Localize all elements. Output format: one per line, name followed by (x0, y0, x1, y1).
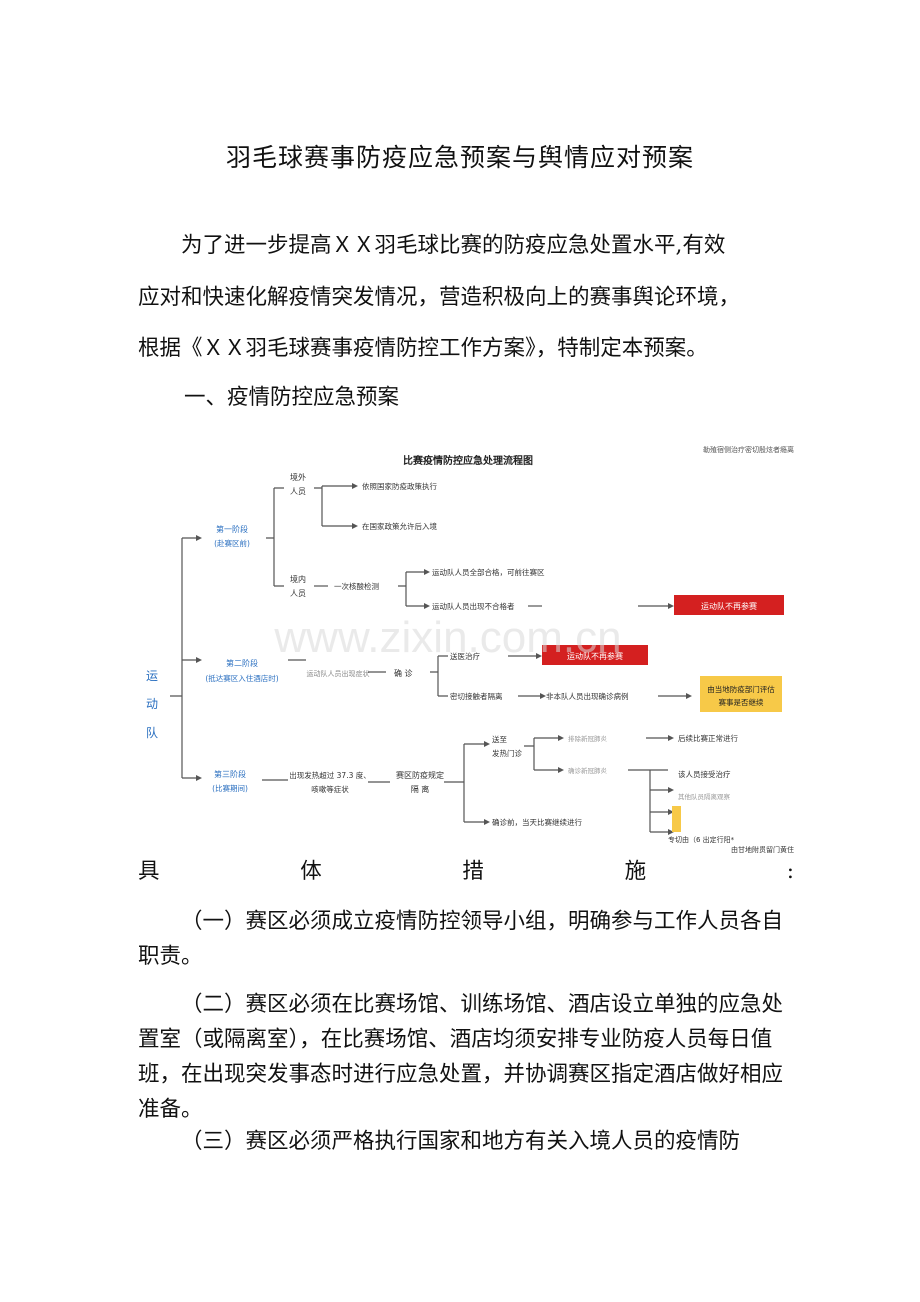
overseas-entry: 在国家政策允许后入境 (362, 521, 437, 531)
no-play-1: 运动队不再参赛 (701, 601, 757, 611)
send-fever-1: 送至 (492, 734, 507, 744)
exclude: 排除新冠肺炎 (568, 734, 608, 743)
domestic-2: 人员 (290, 589, 306, 598)
diagnosed: 确诊新冠肺炎 (568, 766, 608, 775)
bottom-note-2: 由甘地附贯留门黄住 (731, 845, 794, 854)
section-heading: 一、疫情防控应急预案 (184, 385, 400, 410)
stage1-sub: (赴赛区前) (214, 538, 250, 548)
assess-2: 赛事是否继续 (719, 697, 764, 707)
send-fever-2: 发热门诊 (492, 748, 522, 758)
isolate-1: 赛区防疫规定 (396, 770, 444, 780)
stage2-label: 第二阶段 (226, 658, 258, 668)
intro-line-3: 根据《ＸＸ羽毛球赛事疫情防控工作方案》，特制定本预案。 (138, 336, 708, 361)
treat: 送医治疗 (450, 651, 480, 661)
before-diag: 确诊前，当天比赛继续进行 (492, 817, 582, 827)
flowchart: 比赛疫情防控应急处理流程图 勒殖宿侧治疗密切殷炫者瘾离 运 动 队 第一阶段 (… (146, 445, 794, 854)
measures-char-3: 措 (462, 859, 484, 884)
stage2-sub: (抵达赛区入住酒店时) (205, 673, 278, 683)
document-title: 羽毛球赛事防疫应急预案与舆情应对预案 (225, 143, 694, 172)
root-char-1: 运 (146, 669, 158, 683)
intro-line-1: 为了进一步提高ＸＸ羽毛球比赛的防疫应急处置水平,有效 (181, 233, 726, 258)
item-1: （一）赛区必须成立疫情防控领导小组，明确参与工作人员各自职责。 (138, 909, 784, 969)
measures-char-5: : (786, 859, 794, 884)
stage2-symptom: 运动队人员出现症状 (307, 669, 370, 678)
isolate-2: 隔 离 (411, 784, 430, 794)
fever-1: 出现发热超过 37.3 度、 (289, 770, 370, 780)
overseas-1: 境外 (290, 472, 306, 482)
bottom-note-1: 专切由（6 出定行阳* (668, 835, 735, 844)
person-treat: 该人员接受治疗 (678, 769, 731, 779)
domestic-1: 境内 (290, 574, 306, 584)
team-isolate: 其他队员隔离观察 (678, 792, 731, 801)
flowchart-note: 勒殖宿侧治疗密切殷炫者瘾离 (703, 445, 794, 454)
measures-char-1: 具 (138, 859, 160, 884)
unqualified: 运动队人员出现不合格者 (432, 601, 515, 611)
measures-heading: 具 体 措 施 : (138, 846, 794, 898)
measures-char-2: 体 (300, 859, 322, 884)
watermark: www.zixin.com.cn (273, 613, 621, 662)
root-char-3: 队 (146, 725, 158, 740)
overseas-policy: 依照国家防疫政策执行 (362, 481, 437, 491)
overseas-2: 人员 (290, 487, 306, 496)
no-play-2: 运动队不再参赛 (567, 651, 623, 661)
item-3: （三）赛区必须严格执行国家和地方有关入境人员的疫情防 (181, 1129, 741, 1154)
fever-2: 咳嗽等症状 (311, 784, 349, 794)
nucleic-test: 一次核酸检测 (334, 581, 379, 591)
all-pass: 运动队人员全部合格，可前往赛区 (432, 567, 545, 577)
stage1-label: 第一阶段 (216, 524, 248, 534)
measures-char-4: 施 (624, 859, 647, 884)
stage3-label: 第三阶段 (214, 769, 246, 779)
continue-later: 后续比赛正常进行 (678, 733, 738, 743)
flowchart-title: 比赛疫情防控应急处理流程图 (403, 454, 533, 467)
close-contact: 密切接触者隔离 (450, 691, 503, 701)
stage3-sub: (比赛期间) (212, 783, 248, 793)
confirm: 确 诊 (394, 668, 413, 678)
assess-1: 由当地防疫部门评估 (707, 684, 775, 694)
item-2: （二）赛区必须在比赛场馆、训练场馆、酒店设立单独的应急处置室（或隔离室），在比赛… (138, 992, 784, 1122)
intro-line-2: 应对和快速化解疫情突发情况，营造积极向上的赛事舆论环境， (138, 285, 741, 310)
non-team-case: 非本队人员出现确诊病例 (546, 691, 629, 701)
root-char-2: 动 (146, 697, 158, 711)
